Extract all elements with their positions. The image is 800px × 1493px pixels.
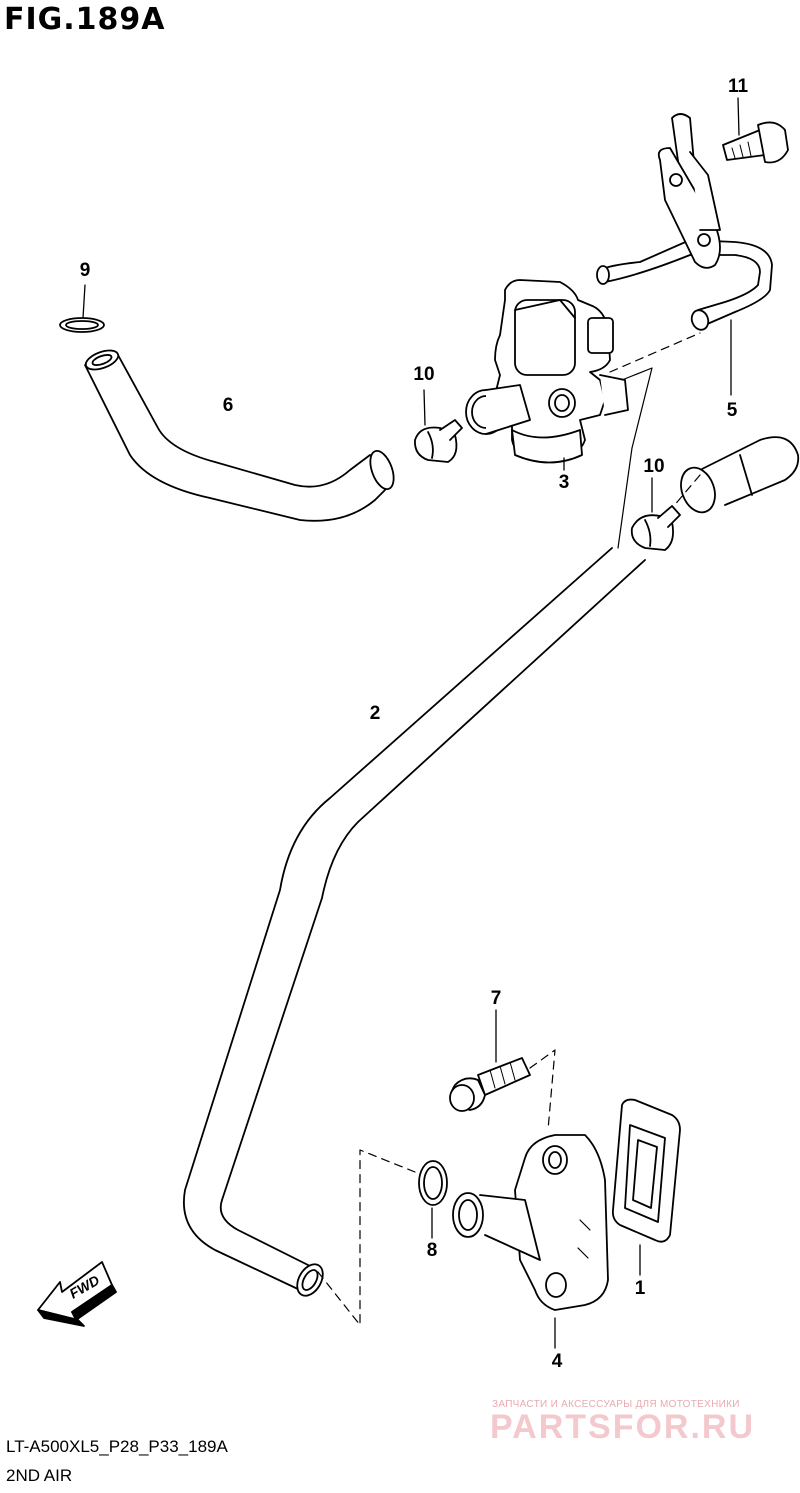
- fwd-arrow-icon: [37, 1261, 117, 1327]
- part-8-oring: [418, 1160, 448, 1239]
- part-3-valve: [465, 279, 629, 471]
- part-1-gasket: [611, 1098, 681, 1276]
- part-5-pipe: [596, 113, 773, 396]
- callout-5: 5: [726, 400, 738, 421]
- callout-10-upper: 10: [413, 364, 435, 385]
- callout-6: 6: [222, 395, 234, 416]
- watermark-tagline: ЗАПЧАСТИ И АКСЕССУАРЫ ДЛЯ МОТОТЕХНИКИ: [492, 1399, 740, 1410]
- watermark-logo: PARTSFOR.RU: [490, 1408, 756, 1446]
- figure-title: FIG.189A: [4, 2, 166, 37]
- section-name: 2ND AIR: [6, 1466, 73, 1485]
- part-11-bolt: [722, 97, 789, 164]
- callout-11: 11: [727, 76, 749, 97]
- callout-9: 9: [79, 260, 91, 281]
- callout-10-lower: 10: [643, 456, 665, 477]
- callout-2: 2: [369, 703, 381, 724]
- part-9-oring: [59, 284, 105, 333]
- part-2-hose: [183, 436, 800, 1297]
- model-code: LT-A500XL5_P28_P33_189A: [6, 1437, 228, 1456]
- callout-4: 4: [551, 1351, 563, 1372]
- part-10-clamp-lower: [630, 477, 681, 551]
- part-6-hose: [84, 349, 395, 522]
- callout-8: 8: [426, 1240, 438, 1261]
- part-4-cover: [452, 1134, 609, 1349]
- part-7-bolt: [449, 1009, 531, 1112]
- callout-3: 3: [558, 472, 570, 493]
- callout-1: 1: [634, 1278, 646, 1299]
- part-10-clamp-upper: [414, 389, 463, 463]
- callout-7: 7: [490, 988, 502, 1009]
